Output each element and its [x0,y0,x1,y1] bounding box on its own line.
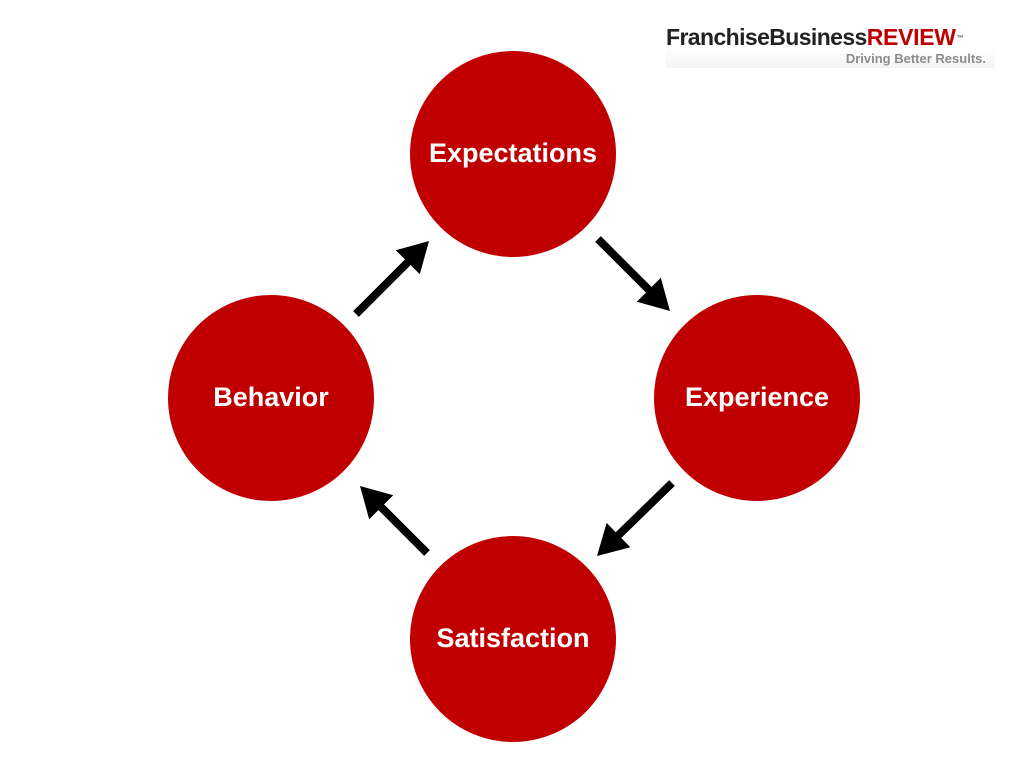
arrow-shaft [614,480,675,540]
arrow-head [597,522,631,556]
arrow-satisfaction-to-behavior [360,486,430,556]
node-label-satisfaction: Satisfaction [436,623,589,653]
arrow-shaft [353,257,413,317]
arrow-experience-to-satisfaction [597,480,675,556]
logo-review-text: REVIEW [866,24,956,50]
logo-trademark: ™ [956,35,964,42]
node-label-behavior: Behavior [213,382,329,412]
arrow-behavior-to-expectations [353,241,429,317]
node-circle-experience [654,295,860,501]
node-circle-satisfaction [410,536,616,742]
logo-tagline: Driving Better Results. [845,51,986,66]
node-circle-expectations [410,51,616,257]
logo-name-text: FranchiseBusiness [666,24,867,50]
node-label-experience: Experience [685,382,829,412]
node-behavior: Behavior [168,295,374,501]
node-satisfaction: Satisfaction [410,536,616,742]
franchise-business-review-logo: FranchiseBusinessREVIEW™ Driving Better … [666,24,994,68]
node-expectations: Expectations [410,51,616,257]
edges-layer [353,236,675,556]
arrow-head [636,277,670,311]
arrow-head [360,486,394,520]
arrow-expectations-to-experience [595,236,670,311]
node-label-expectations: Expectations [429,138,597,168]
arrow-shaft [595,236,654,295]
arrow-shaft [376,502,430,556]
node-experience: Experience [654,295,860,501]
logo-wordmark: FranchiseBusinessREVIEW™ [666,24,964,50]
arrow-head [395,241,429,275]
node-circle-behavior [168,295,374,501]
